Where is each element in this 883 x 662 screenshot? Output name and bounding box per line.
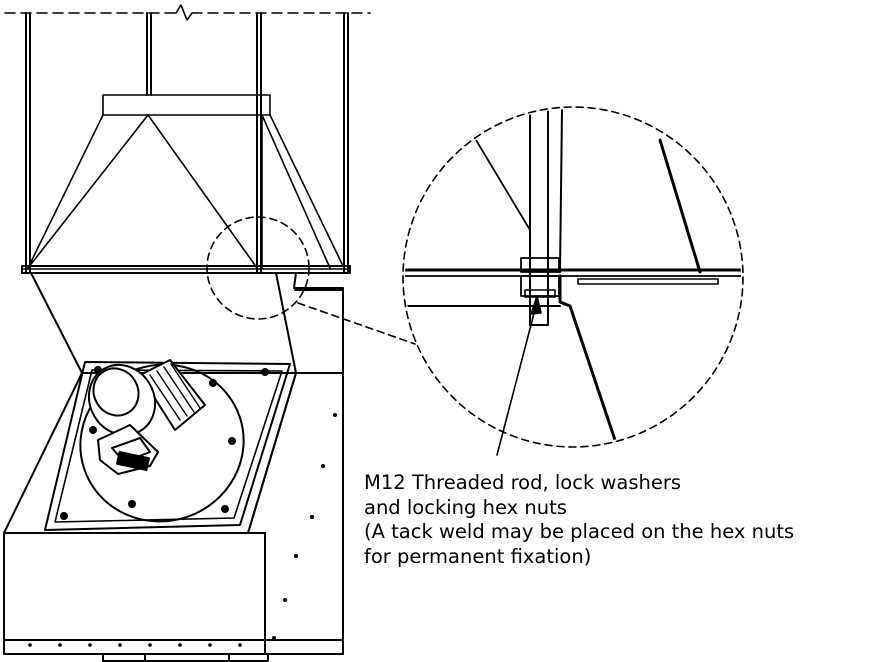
callout-text: M12 Threaded rod, lock washers and locki… <box>364 471 879 569</box>
motor <box>87 359 206 475</box>
detail-magnified <box>405 109 741 442</box>
motor-mounting-plate <box>44 361 291 531</box>
transition-hood <box>27 94 345 269</box>
detail-callout <box>206 106 744 448</box>
housing-rivets <box>28 413 337 647</box>
callout-line-4: for permanent fixation) <box>364 544 592 568</box>
suspension-rods <box>25 12 349 273</box>
top-flange <box>21 265 351 274</box>
callout-line-1: M12 Threaded rod, lock washers <box>364 471 682 494</box>
callout-line-2: and locking hex nuts <box>364 495 567 519</box>
fan-inlet-plate <box>79 363 245 523</box>
callout-line-3: (A tack weld may be placed on the hex nu… <box>364 520 795 544</box>
leader-arrow <box>496 295 542 456</box>
ceiling-break-line <box>4 4 371 21</box>
fan-housing <box>3 272 344 662</box>
